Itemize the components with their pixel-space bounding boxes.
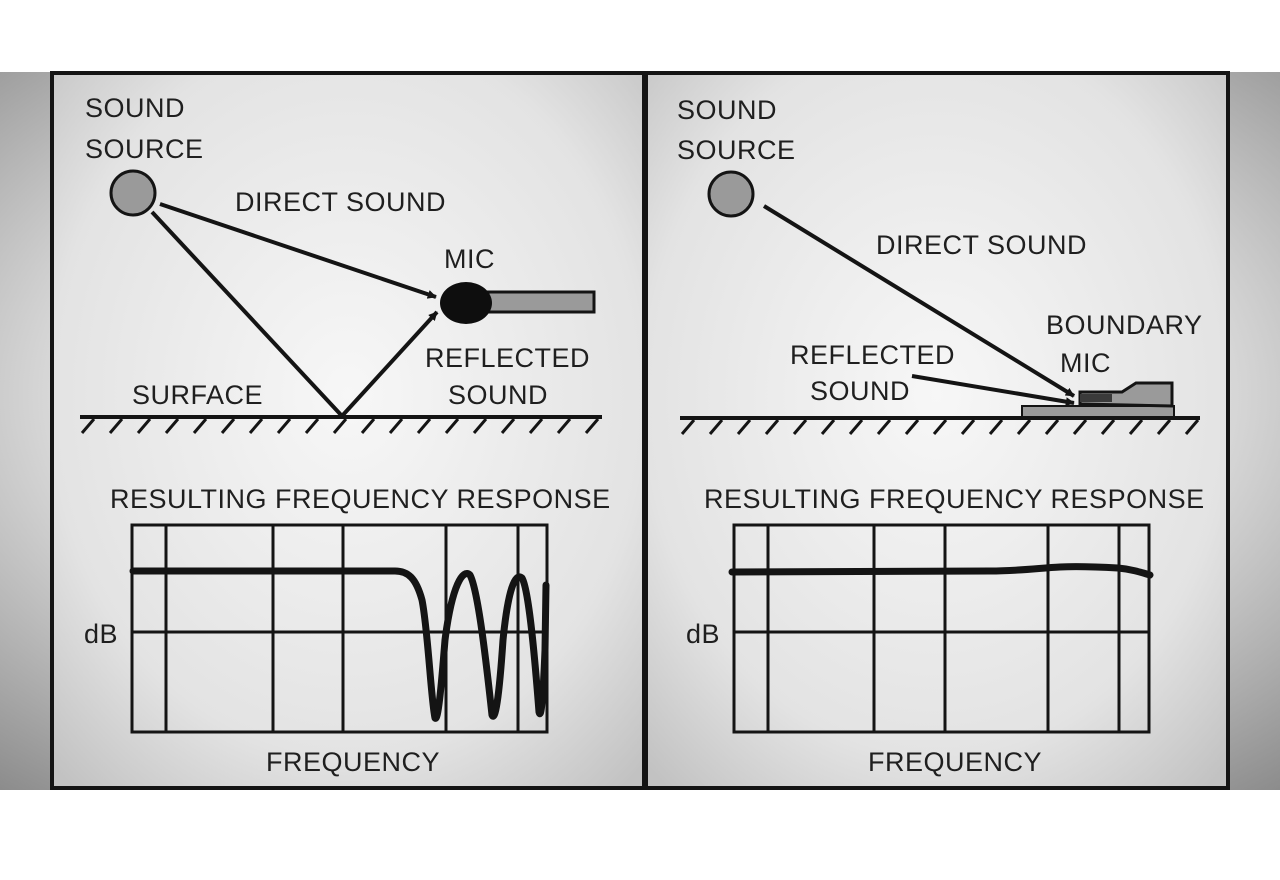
source-label-line2: SOURCE: [85, 134, 204, 164]
hatch-mark: [500, 418, 516, 434]
flat-response-curve: [728, 563, 1154, 579]
hatch-mark: [960, 419, 976, 435]
hatch-mark: [248, 418, 264, 434]
hatch-mark: [584, 418, 600, 434]
x-axis-label: FREQUENCY: [266, 747, 440, 777]
reflected-label-line2: SOUND: [810, 376, 910, 406]
hatch-mark: [192, 418, 208, 434]
hatch-mark: [848, 419, 864, 435]
incident-sound-line: [150, 210, 344, 418]
reflected-sound-arrow: [911, 374, 1075, 407]
mic-icon: [440, 282, 596, 324]
hatch-mark: [1128, 419, 1144, 435]
hatch-mark: [1044, 419, 1060, 435]
mic-label-line1: BOUNDARY: [1046, 310, 1203, 340]
hatch-mark: [108, 418, 124, 434]
hatch-mark: [360, 418, 376, 434]
hatch-mark: [556, 418, 572, 434]
reflected-label-line2: SOUND: [448, 380, 548, 410]
sound-source-circle: [109, 169, 157, 217]
hatch-mark: [164, 418, 180, 434]
reflected-sound-arrow: [340, 310, 439, 418]
hatch-mark: [1072, 419, 1088, 435]
hatch-mark: [416, 418, 432, 434]
hatch-mark: [792, 419, 808, 435]
hatch-mark: [820, 419, 836, 435]
y-axis-label: dB: [84, 619, 118, 649]
source-label-line1: SOUND: [677, 95, 777, 125]
hatch-mark: [764, 419, 780, 435]
hatch-mark: [904, 419, 920, 435]
x-axis-label: FREQUENCY: [868, 747, 1042, 777]
panel-boundary: SOUND SOURCE DIRECT SOUND REFLECTED SOUN…: [677, 95, 1205, 777]
reflected-label-line1: REFLECTED: [790, 340, 955, 370]
direct-sound-label: DIRECT SOUND: [235, 187, 446, 217]
hatch-mark: [304, 418, 320, 434]
source-label-line2: SOURCE: [677, 135, 796, 165]
source-label-line1: SOUND: [85, 93, 185, 123]
panel-conventional: SOUND SOURCE DIRECT SOUND MIC REFLECTED …: [80, 93, 611, 777]
hatch-mark: [276, 418, 292, 434]
reflected-label-line1: REFLECTED: [425, 343, 590, 373]
mic-label: MIC: [444, 244, 495, 274]
comb-filter-response-curve: [129, 567, 550, 722]
hatch-mark: [680, 419, 696, 435]
hatch-mark: [708, 419, 724, 435]
hatch-mark: [876, 419, 892, 435]
y-axis-label: dB: [686, 619, 720, 649]
direct-sound-arrow: [159, 202, 437, 299]
response-graph: [129, 523, 550, 734]
hatch-mark: [1016, 419, 1032, 435]
surface-ground: [80, 415, 602, 434]
response-graph: [728, 523, 1154, 734]
surface-label: SURFACE: [132, 380, 263, 410]
hatch-mark: [220, 418, 236, 434]
hatch-mark: [472, 418, 488, 434]
hatch-mark: [736, 419, 752, 435]
hatch-mark: [932, 419, 948, 435]
response-title: RESULTING FREQUENCY RESPONSE: [704, 484, 1205, 514]
hatch-mark: [1100, 419, 1116, 435]
hatch-mark: [1156, 419, 1172, 435]
direct-sound-arrow: [762, 204, 1076, 398]
direct-sound-label: DIRECT SOUND: [876, 230, 1087, 260]
hatch-mark: [136, 418, 152, 434]
hatch-mark: [332, 418, 348, 434]
hatch-mark: [988, 419, 1004, 435]
hatch-mark: [80, 418, 96, 434]
mic-label-line2: MIC: [1060, 348, 1111, 378]
hatch-mark: [444, 418, 460, 434]
hatch-mark: [1184, 419, 1200, 435]
response-title: RESULTING FREQUENCY RESPONSE: [110, 484, 611, 514]
surface-ground: [680, 416, 1200, 435]
hatch-mark: [388, 418, 404, 434]
sound-source-circle: [707, 170, 755, 218]
hatch-mark: [528, 418, 544, 434]
